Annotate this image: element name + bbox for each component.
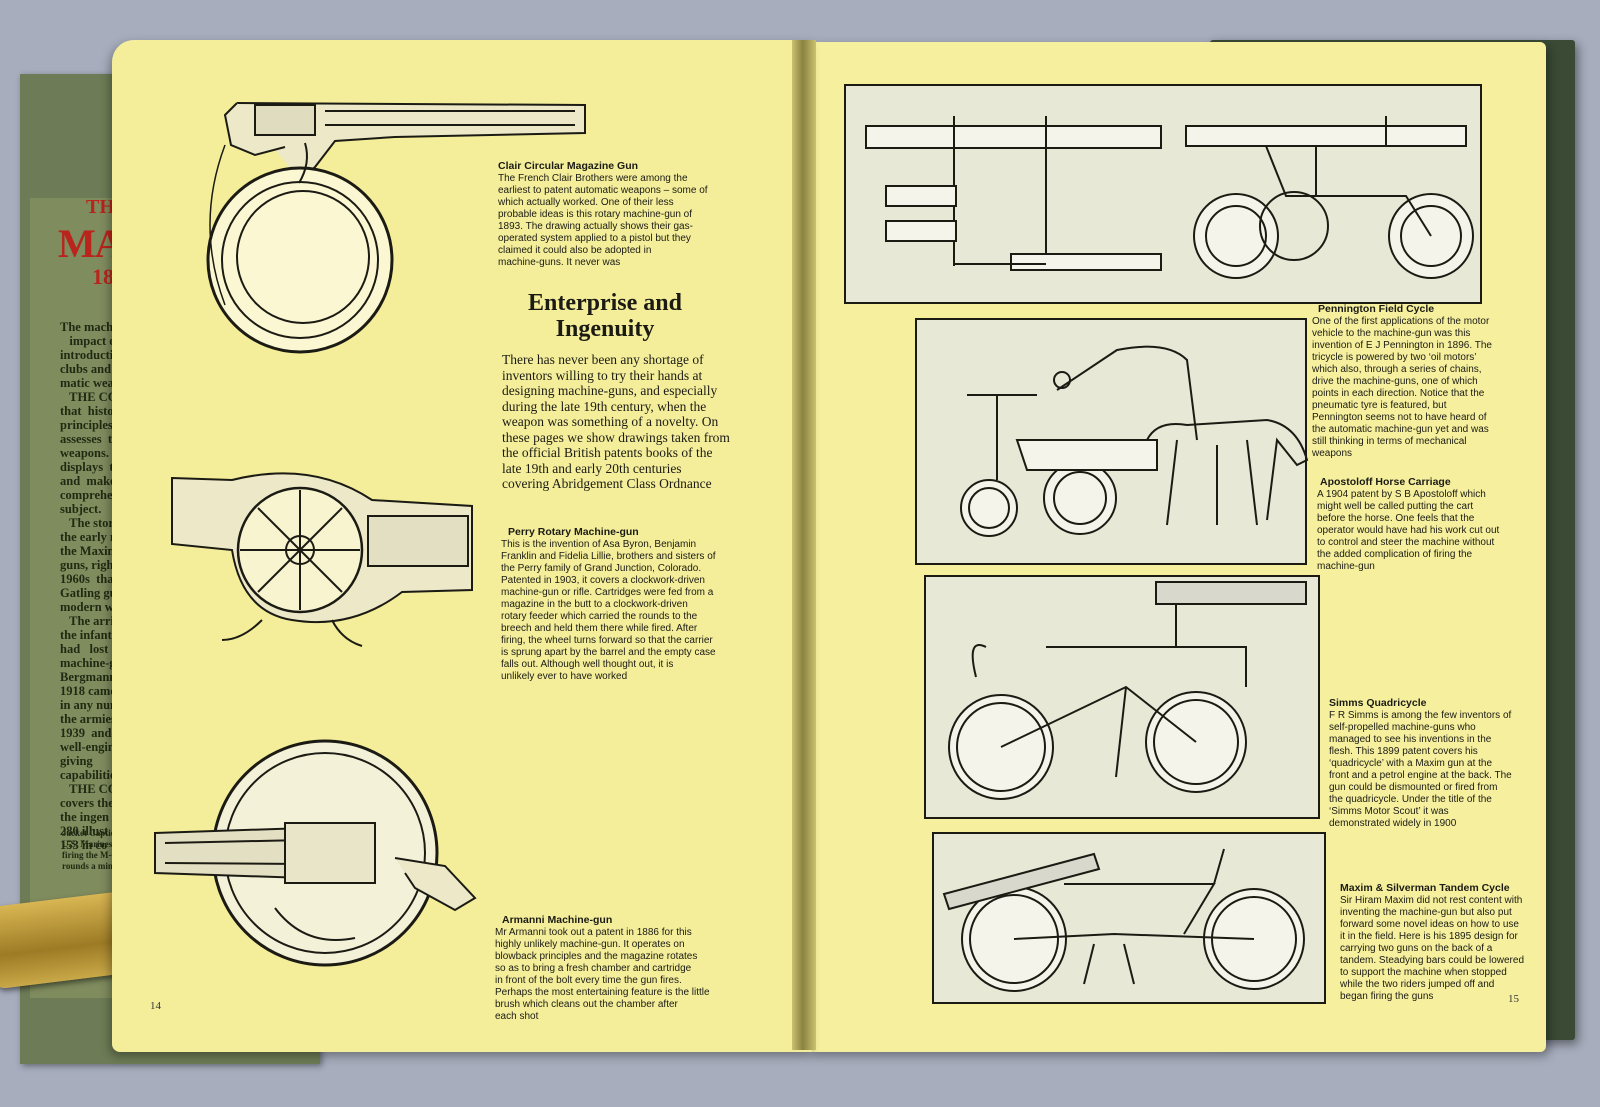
maxim-caption-title: Maxim & Silverman Tandem Cycle (1340, 882, 1510, 894)
clair-caption-body: The French Clair Brothers were among the… (498, 173, 708, 268)
armanni-caption-title: Armanni Machine-gun (502, 914, 613, 926)
blurb-line: 1918 came (60, 684, 116, 698)
page-number-left: 14 (150, 1000, 161, 1012)
simms-plate (924, 575, 1320, 819)
maxim-caption-body: Sir Hiram Maxim did not rest content wit… (1340, 895, 1525, 1002)
page-heading: Enterprise and Ingenuity (527, 290, 682, 342)
blurb-line: the Maxim (60, 544, 118, 558)
blurb-line: subject. (60, 502, 102, 516)
blurb-line: guns, righ (60, 558, 114, 572)
clair-gun-illustration (206, 102, 586, 354)
blurb-line: had lost (60, 642, 109, 656)
armanni-gun-illustration (154, 739, 477, 967)
jacket-line: firing the M-6 (62, 850, 116, 860)
perry-caption-body: This is the invention of Asa Byron, Benj… (501, 539, 716, 682)
page-number-right: 15 (1508, 993, 1519, 1005)
blurb-line: Bergmann (60, 670, 117, 684)
blurb-line: giving (60, 754, 93, 768)
blurb-line: and make (60, 474, 116, 488)
blurb-line: The mach (60, 320, 114, 334)
perry-caption-title: Perry Rotary Machine-gun (508, 526, 639, 538)
simms-caption-title: Simms Quadricycle (1329, 697, 1427, 709)
blurb-line: introduction (60, 348, 127, 362)
blurb-line: well-engin (60, 740, 115, 754)
apostoloff-plate (915, 318, 1309, 565)
blurb-line: 280 illust (60, 824, 109, 838)
blurb-line: covers the (60, 796, 114, 810)
blurb-line: the armies (60, 712, 116, 726)
book-gutter (792, 40, 816, 1050)
pennington-plate (844, 84, 1482, 304)
blurb-line: the ingen (60, 810, 109, 824)
pennington-field-cycle-illustration (865, 116, 1474, 279)
clair-caption-title: Clair Circular Magazine Gun (498, 160, 639, 172)
apostoloff-horse-carriage-illustration (960, 345, 1309, 537)
pennington-caption-body: One of the first applications of the mot… (1312, 316, 1492, 459)
intro-paragraph: There has never been any shortage of inv… (502, 352, 730, 491)
blurb-line: 153 in co (60, 838, 108, 852)
blurb-line: capabilitie (60, 768, 116, 782)
maxim-plate (932, 832, 1326, 1004)
pennington-caption-title: Pennington Field Cycle (1318, 303, 1435, 315)
jacket-line: Jacket Captio (62, 828, 116, 838)
apostoloff-caption-title: Apostoloff Horse Carriage (1320, 476, 1451, 488)
perry-gun-illustration (171, 472, 473, 647)
blurb-line: machine-gu (60, 656, 123, 670)
jacket-line: U.S. Marines (62, 839, 113, 849)
blurb-line: 1939 and (60, 726, 112, 740)
maxim-tandem-cycle-illustration (942, 848, 1305, 992)
blurb-line: comprehens (60, 488, 125, 502)
simms-caption-body: F R Simms is among the few inventors of … (1329, 710, 1512, 829)
simms-quadricycle-illustration (948, 581, 1307, 800)
jacket-line: rounds a min (62, 861, 113, 871)
armanni-caption-body: Mr Armanni took out a patent in 1886 for… (495, 927, 710, 1022)
apostoloff-caption-body: A 1904 patent by S B Apostoloff which mi… (1317, 489, 1500, 572)
